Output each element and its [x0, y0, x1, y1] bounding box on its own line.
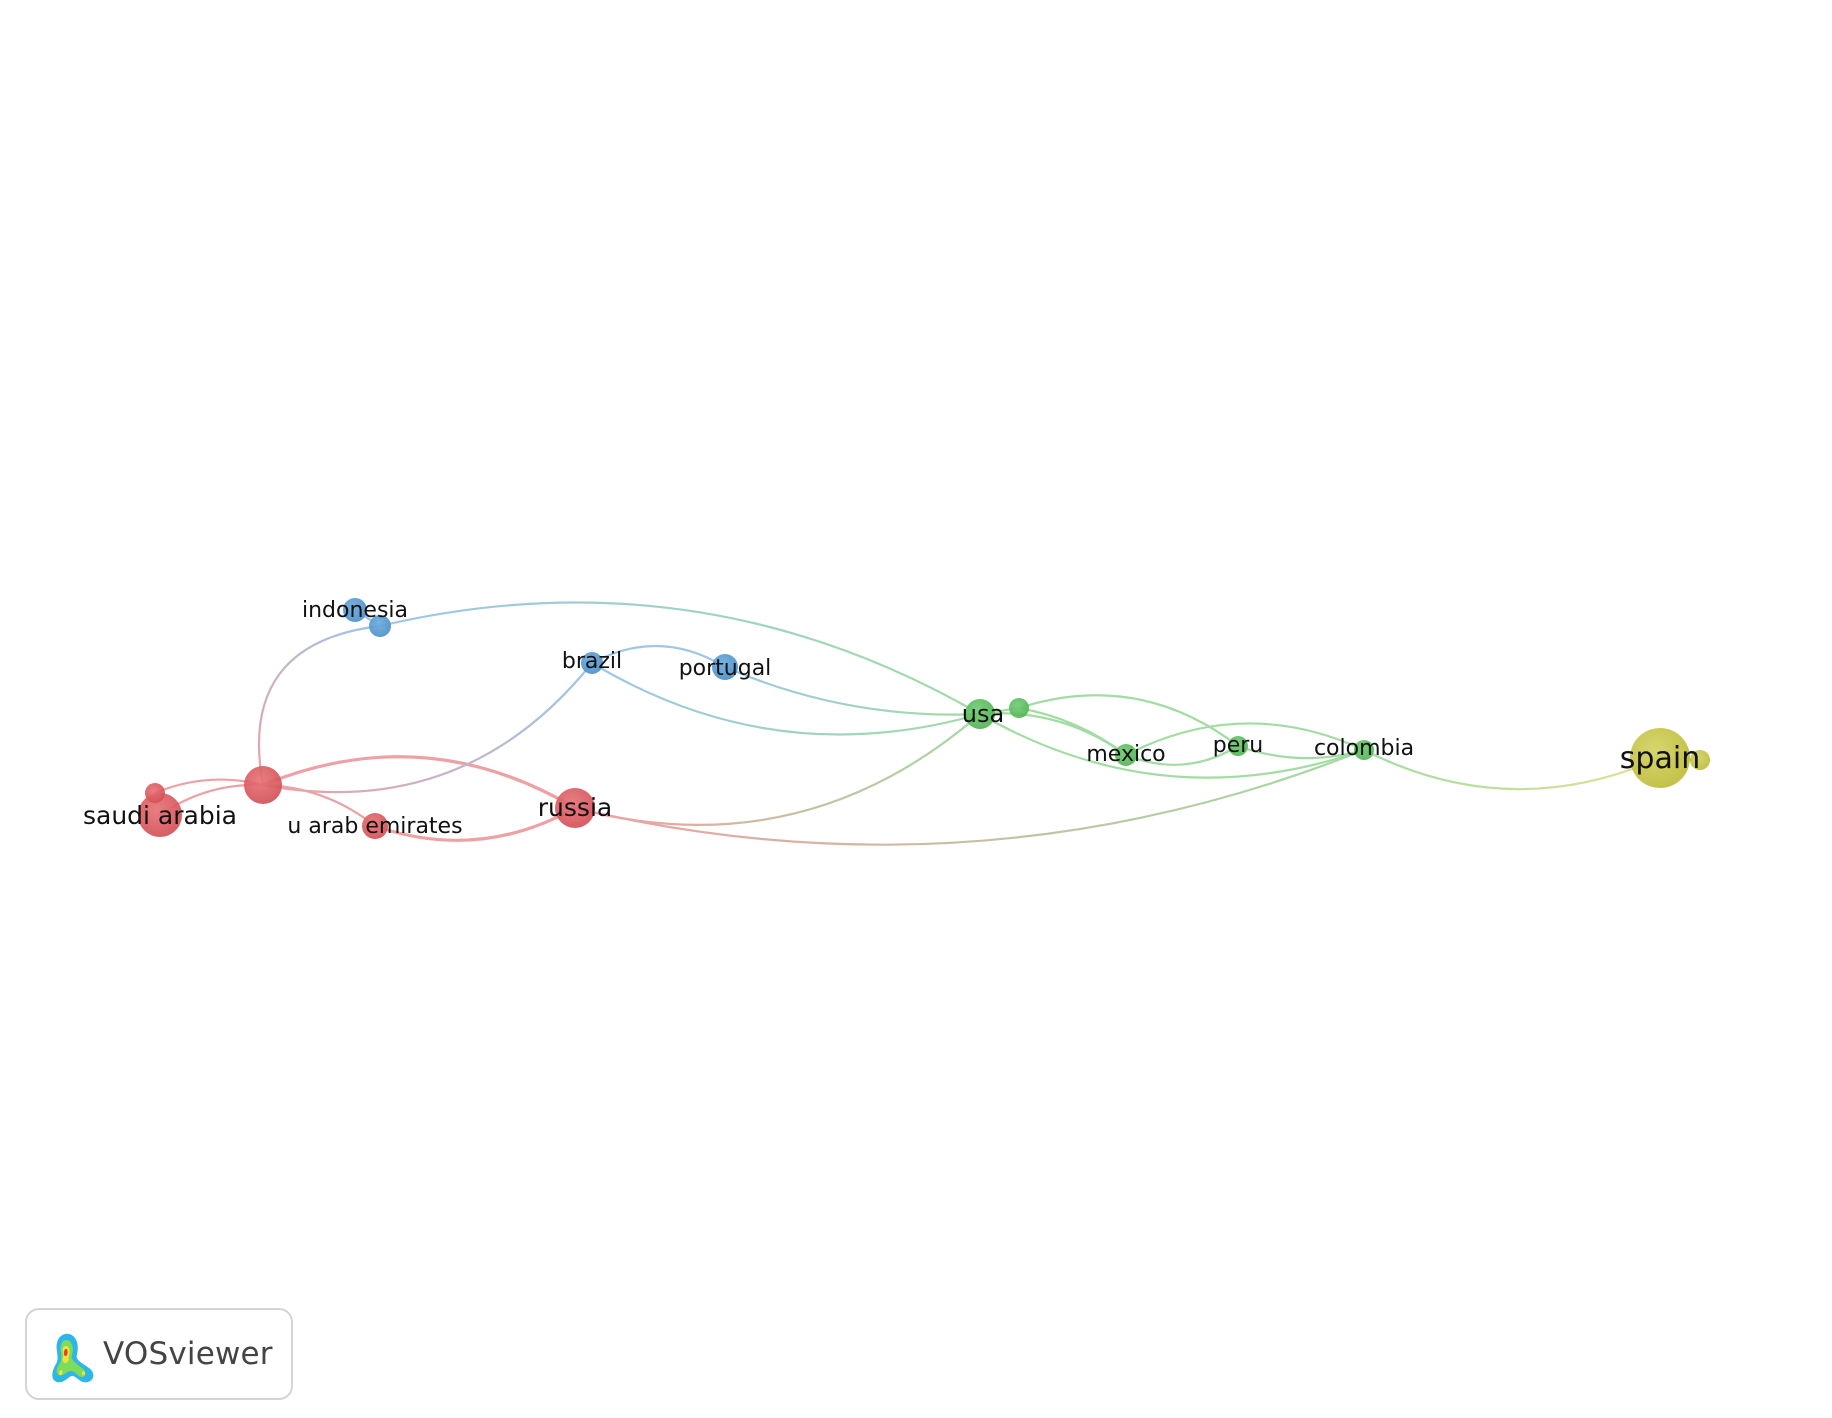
node-indonesia[interactable]: [343, 598, 367, 622]
node-colombia[interactable]: [1354, 740, 1374, 760]
node-label-portugal[interactable]: portugal: [679, 656, 772, 681]
link-mexico-colombia: [1124, 722, 1366, 757]
node-red-small[interactable]: [145, 783, 165, 803]
link-blue-small-usa: [378, 601, 982, 716]
node-spain[interactable]: [1630, 728, 1690, 788]
node-russia[interactable]: [555, 788, 595, 828]
node-label-peru[interactable]: peru: [1213, 733, 1264, 758]
link-portugal-usa: [723, 665, 982, 716]
link-green-small-peru: [1017, 694, 1240, 748]
node-label-spain[interactable]: spain: [1620, 741, 1700, 776]
node-label-u-arab-emirates[interactable]: u arab emirates: [287, 814, 462, 839]
node-blue-small[interactable]: [369, 615, 391, 637]
link-green-small-mexico: [1017, 706, 1128, 757]
node-yellow-small[interactable]: [1690, 750, 1710, 770]
vosviewer-logo-icon: [52, 1333, 94, 1383]
node-peru[interactable]: [1228, 736, 1248, 756]
node-mexico[interactable]: [1115, 744, 1137, 766]
node-saudi-arabia[interactable]: [138, 793, 182, 837]
link-peru-colombia: [1236, 744, 1366, 760]
node-label-indonesia[interactable]: indonesia: [302, 598, 408, 623]
vosviewer-logo-text: VOSviewer: [103, 1336, 273, 1372]
node-label-saudi-arabia[interactable]: saudi arabia: [83, 801, 237, 830]
link-red-hub-brazil: [261, 661, 594, 794]
link-brazil-usa: [590, 661, 982, 736]
node-label-russia[interactable]: russia: [538, 793, 612, 822]
node-portugal[interactable]: [712, 654, 738, 680]
link-brazil-portugal: [590, 644, 727, 669]
labels-layer: saudi arabia russia u arab emirates indones…: [83, 598, 1700, 839]
link-u-arab-emirates-russia: [373, 806, 577, 842]
node-label-colombia[interactable]: colombia: [1314, 736, 1414, 761]
node-brazil[interactable]: [581, 652, 603, 674]
node-green-small[interactable]: [1009, 698, 1029, 718]
node-label-brazil[interactable]: brazil: [562, 649, 622, 674]
node-red-hub[interactable]: [244, 766, 282, 804]
link-red-hub-blue-small: [257, 624, 382, 787]
vosviewer-logo: VOSviewer: [25, 1308, 293, 1400]
link-russia-colombia: [573, 748, 1366, 846]
node-u-arab-emirates[interactable]: [362, 813, 388, 839]
link-mexico-peru: [1124, 744, 1240, 766]
node-label-mexico[interactable]: mexico: [1086, 742, 1165, 767]
link-colombia-spain: [1362, 748, 1662, 791]
links-layer: [153, 601, 1702, 846]
link-red-hub-russia: [261, 755, 577, 810]
nodes-layer: [138, 598, 1710, 839]
node-label-usa[interactable]: usa: [962, 700, 1004, 728]
link-usa-colombia: [978, 712, 1366, 779]
node-usa[interactable]: [965, 699, 995, 729]
